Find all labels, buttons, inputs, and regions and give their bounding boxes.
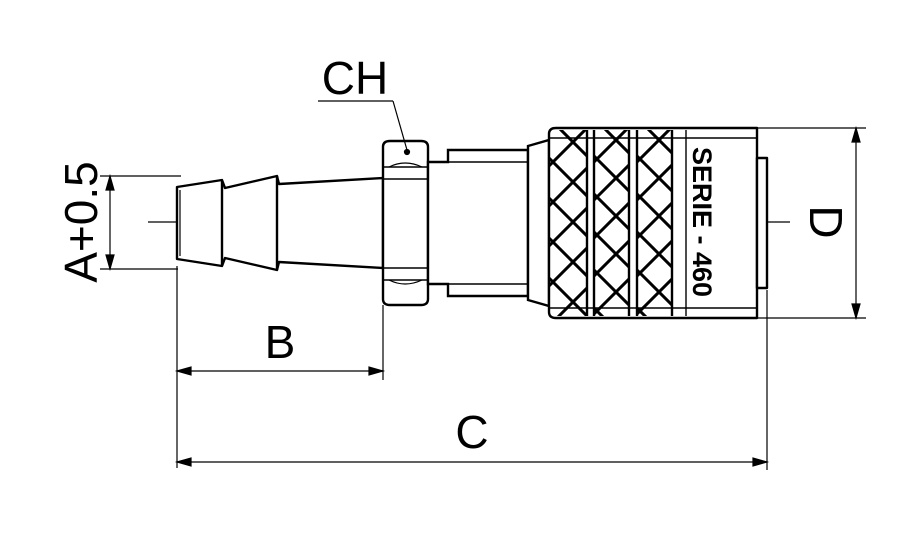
hose-barb xyxy=(175,174,385,272)
dimension-b xyxy=(174,266,386,468)
label-ch: CH xyxy=(322,52,388,104)
leader-ch xyxy=(318,100,411,156)
series-marking: SERIE - 460 xyxy=(687,147,717,297)
knurl-band-1 xyxy=(549,130,587,316)
label-d: D xyxy=(800,205,852,238)
label-b: B xyxy=(265,316,296,368)
coupling-neck xyxy=(426,138,551,308)
dimension-d xyxy=(757,125,866,321)
label-c: C xyxy=(455,406,488,458)
label-a-tolerance: A+0.5 xyxy=(55,161,107,283)
knurl-band-3 xyxy=(637,130,672,316)
dimension-a xyxy=(100,173,181,272)
knurl-band-2 xyxy=(594,130,629,316)
hex-nut xyxy=(381,139,430,307)
dimension-c xyxy=(174,290,770,470)
